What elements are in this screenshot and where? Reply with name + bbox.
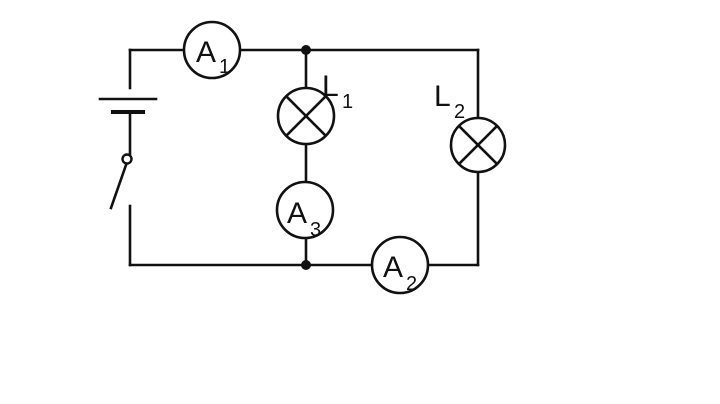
ammeter-a1-circle: [182, 20, 242, 80]
battery: [98, 97, 158, 114]
lamp-l1-sub: 1: [342, 91, 353, 113]
ammeter-a3-letter: A: [287, 197, 307, 230]
lamp-l1: L 1: [276, 70, 353, 146]
ammeter-a1: A 1: [182, 20, 242, 80]
ammeter-a3: A 3: [275, 180, 335, 241]
junction-bottom: [301, 260, 311, 270]
junction-top: [301, 45, 311, 55]
ammeter-a1-letter: A: [196, 36, 216, 69]
ammeter-a2: A 2: [370, 235, 430, 295]
ammeter-a2-sub: 2: [406, 273, 417, 295]
switch: [109, 153, 133, 210]
ammeter-a3-sub: 3: [310, 219, 321, 241]
lamp-l2-letter: L: [434, 80, 451, 113]
ammeter-a2-letter: A: [383, 251, 403, 284]
lamp-l1-letter: L: [322, 70, 339, 103]
switch-blade: [109, 163, 128, 210]
lamp-l2-cross-b: [457, 124, 499, 166]
switch-pivot: [121, 153, 133, 165]
ammeter-a1-sub: 1: [219, 56, 230, 78]
wires: [128, 48, 480, 267]
ammeter-a2-circle: [370, 235, 430, 295]
lamp-l2-sub: 2: [454, 101, 465, 123]
ammeter-a3-circle: [275, 180, 335, 240]
lamp-l2: L 2: [434, 80, 507, 174]
lamp-l1-cross-b: [285, 95, 327, 137]
